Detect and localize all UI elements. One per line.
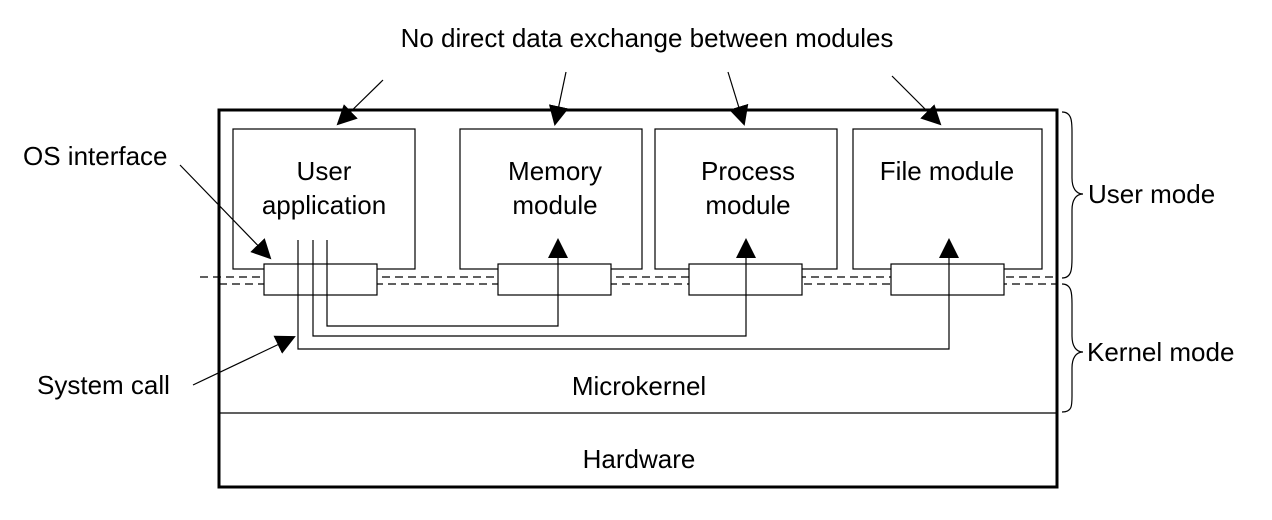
- memory-module-label-1: Memory: [508, 156, 602, 186]
- kernel-mode-label: Kernel mode: [1087, 337, 1234, 367]
- title-arrow-file: [891, 75, 942, 126]
- diagram-title: No direct data exchange between modules: [401, 23, 894, 53]
- os-interface-box-memory: [497, 263, 612, 296]
- process-module-label-2: module: [705, 190, 790, 220]
- user-mode-brace: [1061, 111, 1084, 279]
- title-arrow-memory: [548, 71, 569, 126]
- os-interface-label: OS interface: [23, 141, 168, 171]
- title-arrow-process: [727, 71, 749, 126]
- microkernel-label: Microkernel: [572, 371, 706, 401]
- memory-module-label-2: module: [512, 190, 597, 220]
- user-mode-label: User mode: [1088, 179, 1215, 209]
- hardware-label: Hardware: [583, 444, 696, 474]
- system-frame: [217, 108, 1059, 489]
- os-interface-arrow: [179, 164, 272, 260]
- system-call-label: System call: [37, 370, 170, 400]
- user-application-label-1: User: [297, 156, 352, 186]
- process-module-label-1: Process: [701, 156, 795, 186]
- os-interface-box-user: [263, 263, 378, 296]
- title-arrow-user-app: [336, 79, 384, 126]
- system-call-arrow: [192, 335, 296, 386]
- syscall-route-file: [297, 238, 959, 350]
- syscall-route-memory: [326, 238, 568, 327]
- file-module-label: File module: [880, 156, 1014, 186]
- syscall-route-process: [312, 238, 756, 337]
- file-module-box: [852, 128, 1043, 270]
- os-interface-box-file: [890, 263, 1005, 296]
- user-application-label-2: application: [262, 190, 386, 220]
- kernel-mode-brace: [1061, 283, 1084, 413]
